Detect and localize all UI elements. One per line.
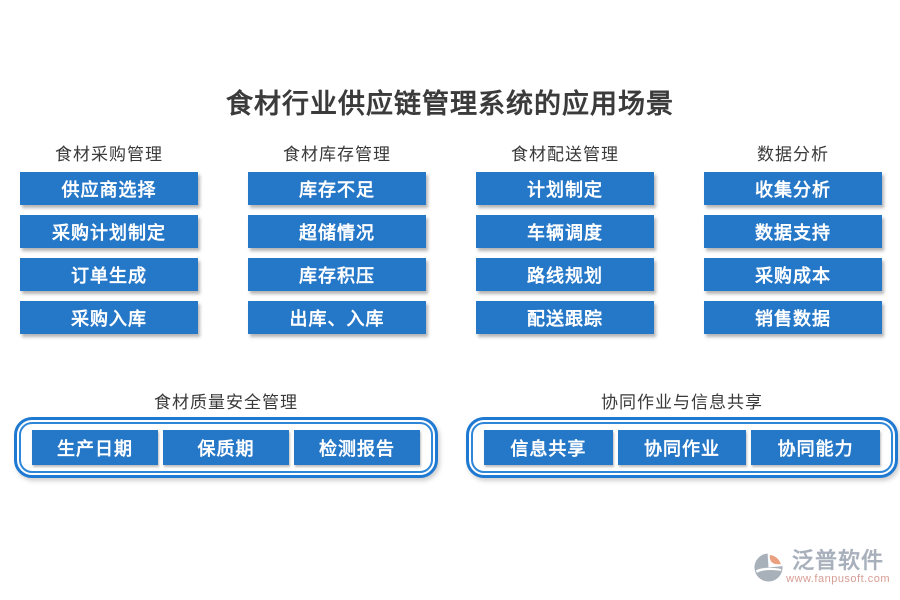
button-delivery-tracking[interactable]: 配送跟踪	[476, 301, 654, 334]
button-collaborative-work[interactable]: 协同作业	[617, 430, 747, 465]
button-stock-backlog[interactable]: 库存积压	[248, 258, 426, 291]
button-route-planning[interactable]: 路线规划	[476, 258, 654, 291]
column-data-analysis: 数据分析 收集分析 数据支持 采购成本 销售数据	[704, 144, 882, 344]
column-inventory: 食材库存管理 库存不足 超储情况 库存积压 出库、入库	[248, 144, 426, 344]
column-procurement: 食材采购管理 供应商选择 采购计划制定 订单生成 采购入库	[20, 144, 198, 344]
button-vehicle-dispatch[interactable]: 车辆调度	[476, 215, 654, 248]
section-collaboration: 协同作业与信息共享 信息共享 协同作业 协同能力	[466, 392, 898, 478]
section-header-collaboration: 协同作业与信息共享	[601, 393, 763, 412]
button-shelf-life[interactable]: 保质期	[163, 430, 289, 465]
button-supplier-selection[interactable]: 供应商选择	[20, 172, 198, 205]
button-test-report[interactable]: 检测报告	[294, 430, 420, 465]
button-collaboration-ability[interactable]: 协同能力	[751, 430, 881, 465]
logo-url: www.fanpusoft.com	[786, 573, 890, 585]
button-overstock[interactable]: 超储情况	[248, 215, 426, 248]
button-production-date[interactable]: 生产日期	[32, 430, 158, 465]
column-header-inventory: 食材库存管理	[283, 145, 391, 164]
collaboration-box: 信息共享 协同作业 协同能力	[466, 417, 898, 478]
button-info-sharing[interactable]: 信息共享	[484, 430, 613, 465]
page-title: 食材行业供应链管理系统的应用场景	[226, 89, 674, 119]
section-quality-safety: 食材质量安全管理 生产日期 保质期 检测报告	[14, 392, 438, 478]
fanpu-logo: 泛普软件 www.fanpusoft.com	[753, 549, 890, 585]
button-collect-analyze[interactable]: 收集分析	[704, 172, 882, 205]
fanpu-logo-icon	[754, 552, 784, 582]
button-purchase-cost[interactable]: 采购成本	[704, 258, 882, 291]
button-plan-making[interactable]: 计划制定	[476, 172, 654, 205]
quality-safety-box: 生产日期 保质期 检测报告	[14, 417, 438, 478]
section-header-quality-safety: 食材质量安全管理	[154, 393, 298, 412]
column-header-delivery: 食材配送管理	[511, 145, 619, 164]
button-inbound-outbound[interactable]: 出库、入库	[248, 301, 426, 334]
top-columns: 食材采购管理 供应商选择 采购计划制定 订单生成 采购入库 食材库存管理 库存不…	[20, 144, 882, 344]
button-purchase-plan[interactable]: 采购计划制定	[20, 215, 198, 248]
column-header-procurement: 食材采购管理	[55, 145, 163, 164]
logo-name: 泛普软件	[792, 548, 885, 573]
column-header-data-analysis: 数据分析	[757, 145, 829, 164]
button-data-support[interactable]: 数据支持	[704, 215, 882, 248]
button-order-generation[interactable]: 订单生成	[20, 258, 198, 291]
button-purchase-inbound[interactable]: 采购入库	[20, 301, 198, 334]
button-stock-shortage[interactable]: 库存不足	[248, 172, 426, 205]
button-sales-data[interactable]: 销售数据	[704, 301, 882, 334]
column-delivery: 食材配送管理 计划制定 车辆调度 路线规划 配送跟踪	[476, 144, 654, 344]
